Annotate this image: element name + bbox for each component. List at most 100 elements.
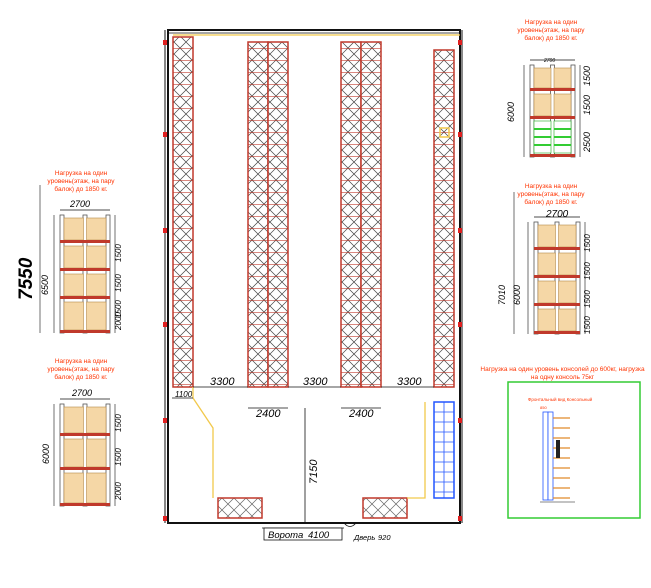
pallet-load <box>63 301 84 331</box>
gate-label: Ворота <box>268 530 303 541</box>
rack-depth-double-1: 2400 <box>255 408 281 420</box>
pallet-load <box>553 93 572 117</box>
pallet-load <box>63 273 84 297</box>
gate-width: 4100 <box>308 530 330 541</box>
pallet-load <box>86 438 107 468</box>
pallet-load <box>63 406 84 434</box>
pallet-load <box>86 406 107 434</box>
column-marker <box>163 228 167 233</box>
upright <box>59 214 65 334</box>
elevation-right-top <box>523 59 581 158</box>
note-console: Нагрузка на один уровень консолей до 600… <box>480 366 645 381</box>
pallet-load <box>63 472 84 504</box>
right-top-level-3: 2500 <box>582 132 592 153</box>
column-marker <box>163 418 167 423</box>
pallet-load <box>537 308 556 332</box>
column-marker <box>163 322 167 327</box>
door-label: Дверь <box>353 533 375 542</box>
column-marker <box>163 132 167 137</box>
left-small-rack-height: 6000 <box>41 444 51 464</box>
right-top-width: 2700 <box>543 58 555 64</box>
left-large-level-3: 1500 <box>114 300 123 318</box>
pallet-load <box>63 217 84 241</box>
beam <box>60 433 110 436</box>
left-small-level-2: 1500 <box>114 448 123 466</box>
column-marker <box>458 322 462 327</box>
console-upright <box>547 411 554 501</box>
beam <box>60 268 110 271</box>
right-mid-total-height: 7010 <box>497 285 507 305</box>
console-detail: Фронтальный вид Консольный 850 <box>507 381 641 519</box>
note-left-bottom: Нагрузка на один уровень(этаж, на пару б… <box>47 358 115 381</box>
console-subtitle: 850 <box>540 405 547 410</box>
right-mid-level-2: 1500 <box>583 262 592 280</box>
column-marker <box>458 132 462 137</box>
pallet-load <box>63 245 84 269</box>
column-marker <box>458 228 462 233</box>
beam <box>534 247 580 250</box>
right-top-level-2: 1500 <box>582 95 592 115</box>
upright <box>59 403 65 507</box>
beam <box>60 330 110 333</box>
beam <box>60 240 110 243</box>
aisle-dim-3: 3300 <box>397 376 422 388</box>
column-marker <box>163 40 167 45</box>
rack-row-3 <box>340 41 382 388</box>
column-marker <box>163 516 167 521</box>
elevation-right-mid <box>513 192 586 335</box>
pallet-load <box>533 67 552 89</box>
pallet-load <box>558 252 577 276</box>
gate-racks <box>217 497 408 519</box>
pallet-load <box>86 301 107 331</box>
left-large-rack-height: 6500 <box>40 275 50 295</box>
blue-shelving <box>433 401 455 499</box>
rack-depth-double-2: 2400 <box>348 408 374 420</box>
beam <box>530 88 575 91</box>
console-upright <box>542 411 549 501</box>
pallet-load <box>533 93 552 117</box>
pallet-load <box>86 217 107 241</box>
pallet-load <box>558 280 577 304</box>
room-depth-dim: 7150 <box>308 459 320 484</box>
pallet-load <box>553 67 572 89</box>
column-marker <box>458 40 462 45</box>
left-large-total-height: 7550 <box>16 257 37 300</box>
left-large-width: 2700 <box>69 199 90 209</box>
door-width: 920 <box>378 533 391 542</box>
right-mid-rack-height: 6000 <box>512 285 522 305</box>
right-mid-width: 2700 <box>545 209 569 220</box>
pallet-load <box>63 438 84 468</box>
right-mid-level-3: 1500 <box>583 290 592 308</box>
note-mid-right: Нагрузка на один уровень(этаж, на пару б… <box>517 183 585 206</box>
beam <box>60 503 110 506</box>
column-marker <box>458 418 462 423</box>
yellow-zone-lines <box>173 34 460 499</box>
elevation-left-small <box>53 398 116 507</box>
upright <box>529 64 535 158</box>
pallet-load <box>558 224 577 248</box>
pallet-load <box>86 245 107 269</box>
beam <box>530 154 575 157</box>
right-top-level-1: 1500 <box>582 66 592 86</box>
column-marker <box>458 516 462 521</box>
left-small-width: 2700 <box>71 388 92 398</box>
pallet-load <box>537 280 556 304</box>
rack-depth-single: 1100 <box>175 390 193 399</box>
upright <box>570 64 576 158</box>
building-walls <box>164 29 463 524</box>
beam <box>534 331 580 334</box>
aisle-dim-1: 3300 <box>210 376 235 388</box>
left-large-level-1: 1500 <box>114 244 123 262</box>
right-mid-level-4: 1500 <box>583 316 592 334</box>
gate: Ворота 4100 <box>263 527 343 541</box>
pallet-load <box>537 252 556 276</box>
upright <box>105 403 111 507</box>
left-large-level-2: 1500 <box>114 274 123 292</box>
elevation-left-large <box>39 185 116 334</box>
note-top-right: Нагрузка на один уровень(этаж, на пару б… <box>517 19 585 42</box>
aisle-dim-2: 3300 <box>303 376 328 388</box>
beam <box>60 296 110 299</box>
note-left-top: Нагрузка на один уровень(этаж, на пару б… <box>47 170 115 193</box>
rack-row-1 <box>172 36 194 388</box>
